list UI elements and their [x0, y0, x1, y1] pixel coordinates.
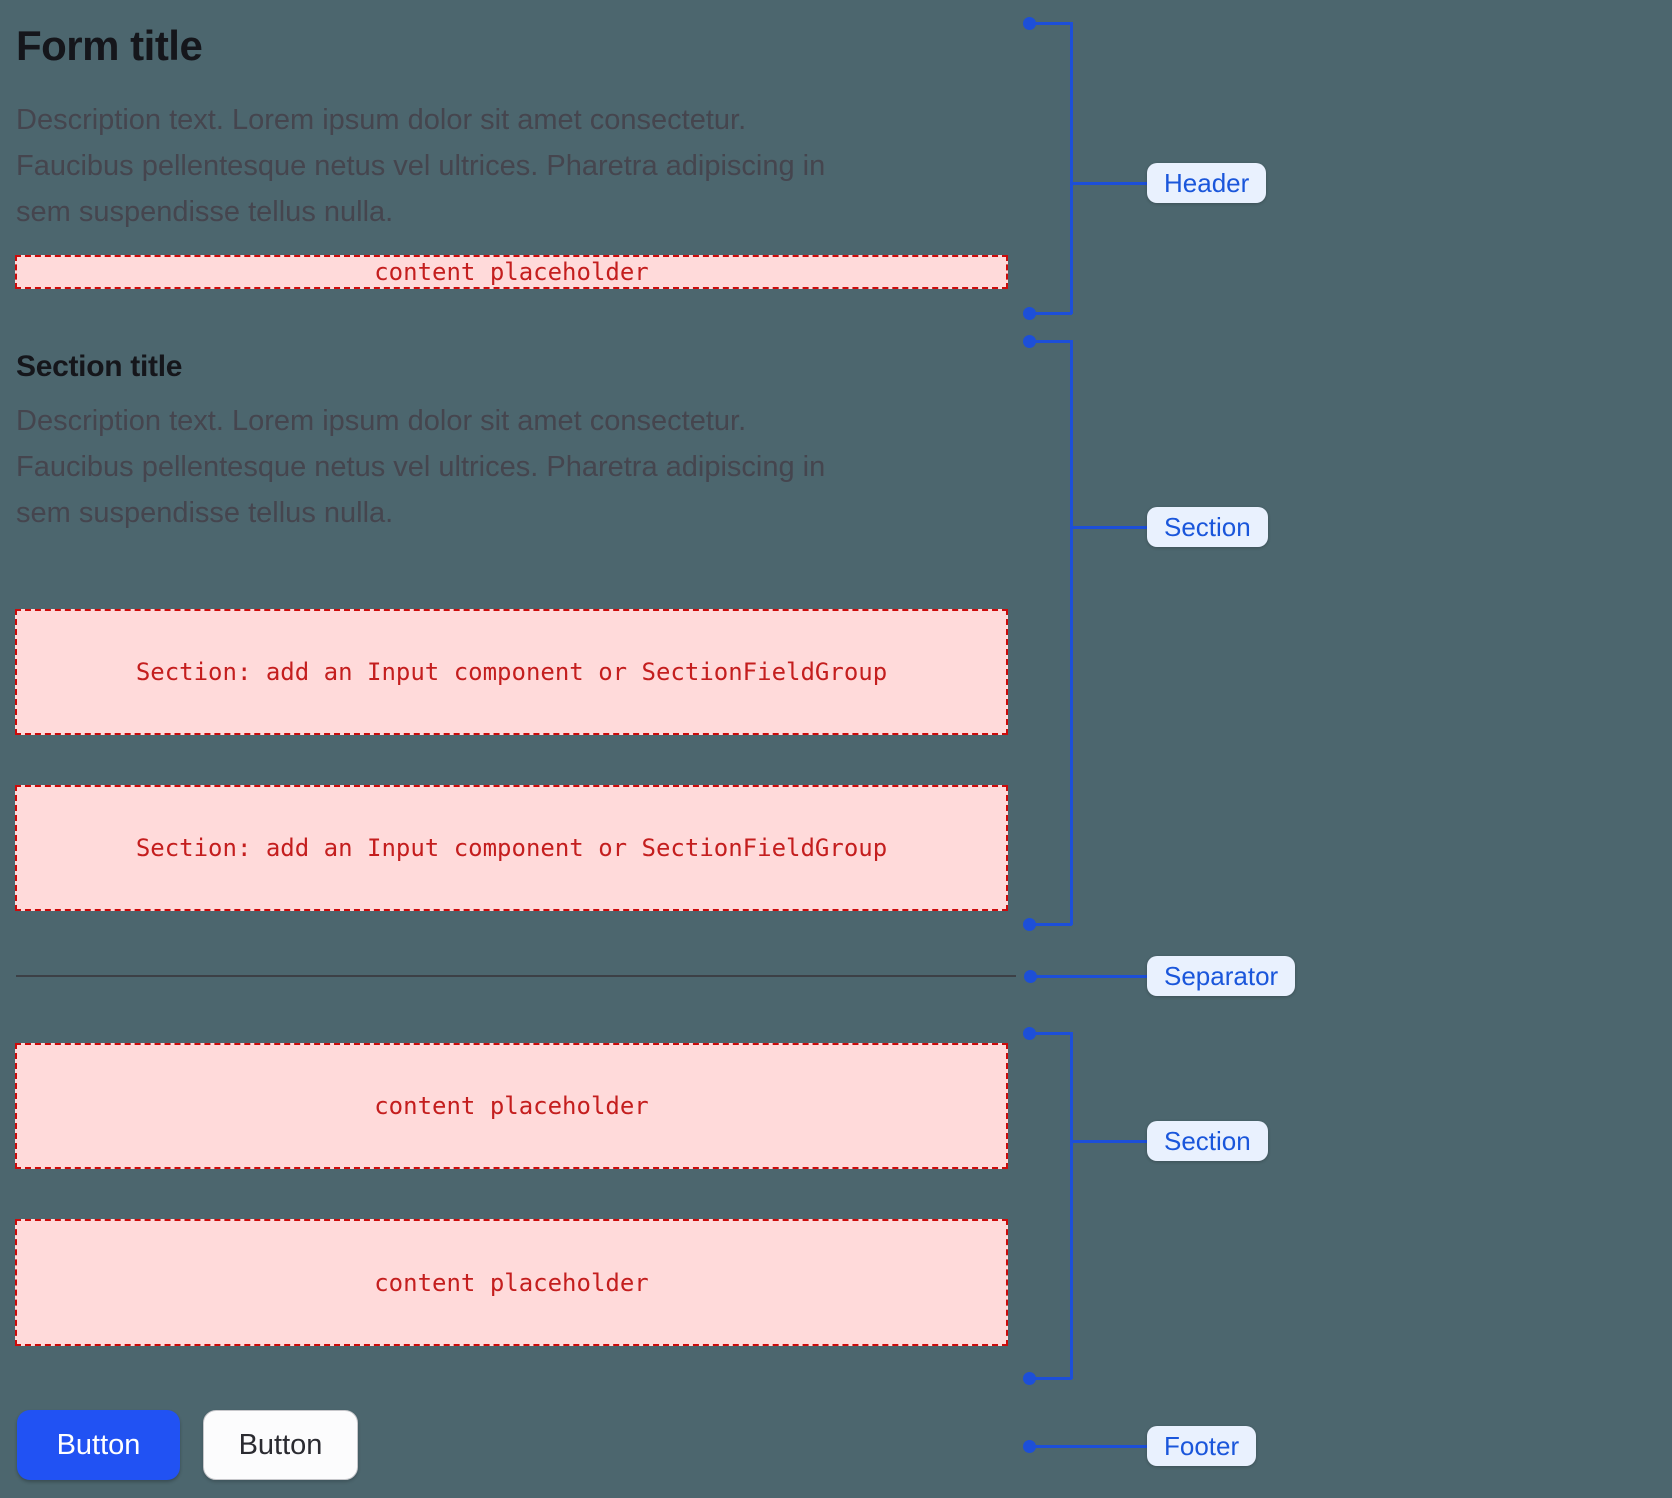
- section-content-placeholder: content placeholder: [15, 1043, 1008, 1169]
- section2-bracket-line: [1070, 1032, 1073, 1379]
- header-bracket-line: [1070, 22, 1073, 314]
- placeholder-label: content placeholder: [374, 258, 649, 286]
- section2-bracket-top-stub: [1029, 1032, 1072, 1035]
- section-field-placeholder: Section: add an Input component or Secti…: [15, 609, 1008, 735]
- section1-bracket-bottom-dot: [1023, 918, 1036, 931]
- annotation-label-section-1: Section: [1147, 507, 1268, 547]
- placeholder-label: content placeholder: [374, 1092, 649, 1120]
- section-description-line: Faucibus pellentesque netus vel ultrices…: [16, 451, 826, 483]
- header-content-placeholder: content placeholder: [15, 255, 1008, 289]
- section1-bracket-bottom-stub: [1029, 923, 1072, 926]
- section-description-line: sem suspendisse tellus nulla.: [16, 497, 394, 529]
- header-label-connector: [1072, 182, 1147, 185]
- footer-dot: [1023, 1440, 1036, 1453]
- header-bracket-bottom-stub: [1029, 312, 1072, 315]
- section1-bracket-top-stub: [1029, 340, 1072, 343]
- separator-label-connector: [1030, 975, 1147, 978]
- annotation-label-header: Header: [1147, 163, 1267, 203]
- form-description-line: Description text. Lorem ipsum dolor sit …: [16, 104, 747, 136]
- section-description: Description text. Lorem ipsum dolor sit …: [16, 398, 825, 536]
- primary-button[interactable]: Button: [17, 1410, 180, 1480]
- section-field-placeholder: Section: add an Input component or Secti…: [15, 785, 1008, 911]
- header-bracket-top-stub: [1029, 22, 1072, 25]
- footer-label-connector: [1030, 1445, 1147, 1448]
- annotation-label-section-2: Section: [1147, 1121, 1268, 1161]
- form-title: Form title: [16, 22, 203, 69]
- placeholder-label: content placeholder: [374, 1268, 649, 1297]
- separator-line: [16, 975, 1016, 977]
- annotation-label-footer: Footer: [1147, 1426, 1257, 1466]
- placeholder-label: Section: add an Input component or Secti…: [135, 834, 888, 862]
- section1-bracket-line: [1070, 340, 1073, 925]
- section2-bracket-bottom-stub: [1029, 1377, 1072, 1380]
- placeholder-label: Section: add an Input component or Secti…: [135, 658, 888, 686]
- header-bracket-bottom-dot: [1023, 307, 1036, 320]
- form-description-line: Faucibus pellentesque netus vel ultrices…: [16, 150, 826, 182]
- form-description: Description text. Lorem ipsum dolor sit …: [16, 97, 825, 235]
- annotation-label-separator: Separator: [1147, 956, 1296, 996]
- section-description-line: Description text. Lorem ipsum dolor sit …: [16, 405, 747, 437]
- section-content-placeholder: content placeholder: [15, 1219, 1008, 1346]
- section2-bracket-bottom-dot: [1023, 1372, 1036, 1385]
- section-title: Section title: [16, 350, 183, 383]
- form-description-line: sem suspendisse tellus nulla.: [16, 196, 394, 228]
- section2-label-connector: [1072, 1140, 1147, 1143]
- secondary-button[interactable]: Button: [203, 1410, 358, 1480]
- section1-label-connector: [1072, 526, 1147, 529]
